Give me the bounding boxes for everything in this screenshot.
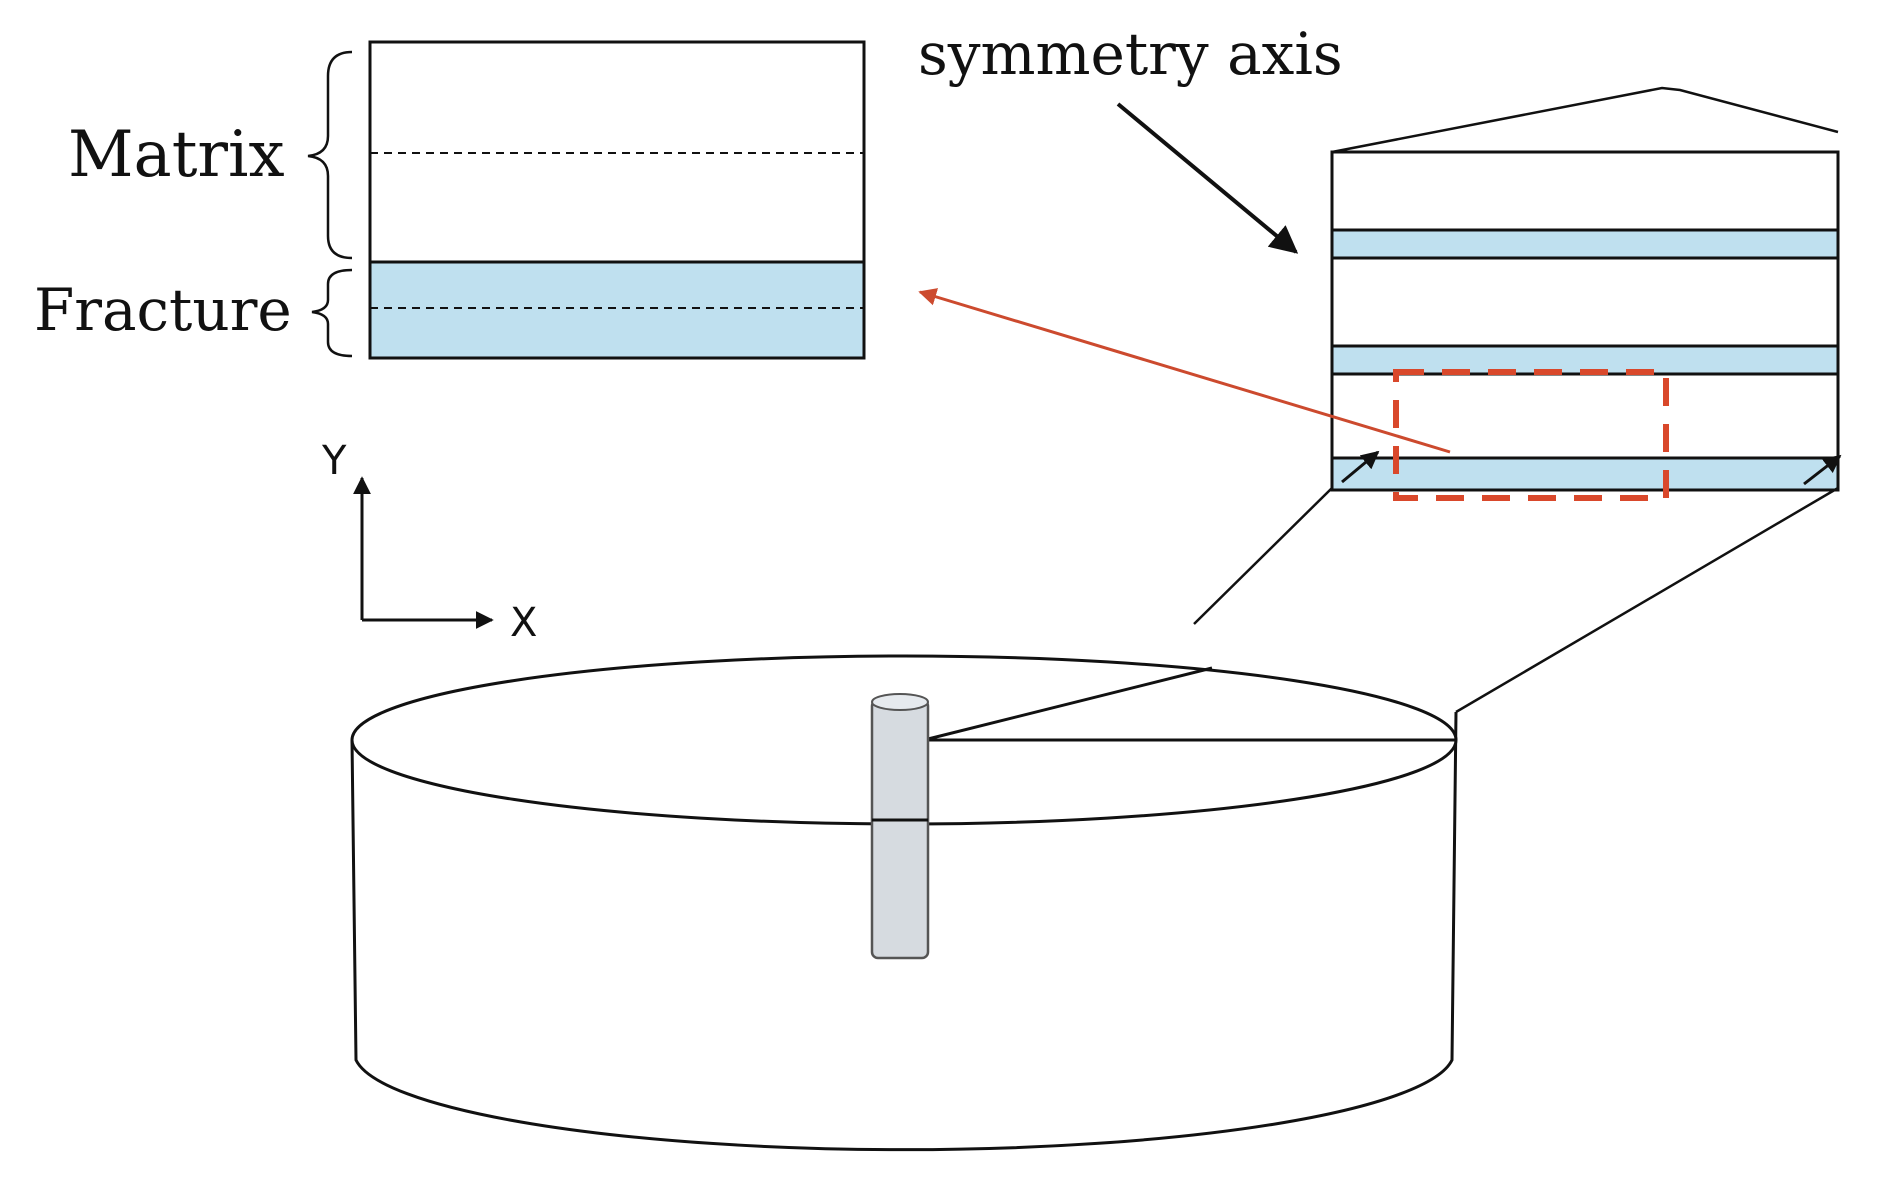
- wellbore-top: [871, 693, 929, 711]
- bottom-right-arrow: [1803, 454, 1842, 486]
- connector-line-left: [1193, 487, 1333, 625]
- cross-section-top-edge: [1331, 86, 1839, 154]
- fracture-brace: [311, 268, 353, 358]
- fracture-layer-3: [1330, 456, 1840, 492]
- wellbore: [870, 698, 930, 960]
- radius-arrow-line: [923, 666, 1213, 742]
- y-axis-label: Y: [321, 438, 347, 484]
- connector-line-right: [1455, 486, 1839, 714]
- coordinate-axes: Y X: [321, 438, 537, 646]
- fracture-layer-1: [1330, 228, 1840, 260]
- cross-section-outline: [1330, 150, 1840, 492]
- symmetry-axis-label: symmetry axis: [918, 20, 1343, 88]
- matrix-brace: [307, 50, 353, 260]
- layered-cross-section: [1330, 86, 1842, 501]
- symmetry-axis-arrow: [1116, 102, 1299, 254]
- matrix-label: Matrix: [68, 118, 285, 192]
- reservoir-cylinder: [350, 654, 1458, 1152]
- x-axis-label: X: [510, 600, 537, 646]
- unit-cell-highlight-box: [1393, 369, 1669, 501]
- zoom-red-arrow: [918, 288, 1451, 454]
- bottom-left-arrow: [1341, 450, 1380, 484]
- fracture-label: Fracture: [34, 276, 292, 344]
- unit-cell-detail: Matrix Fracture: [34, 40, 866, 360]
- fracture-region: [368, 260, 866, 360]
